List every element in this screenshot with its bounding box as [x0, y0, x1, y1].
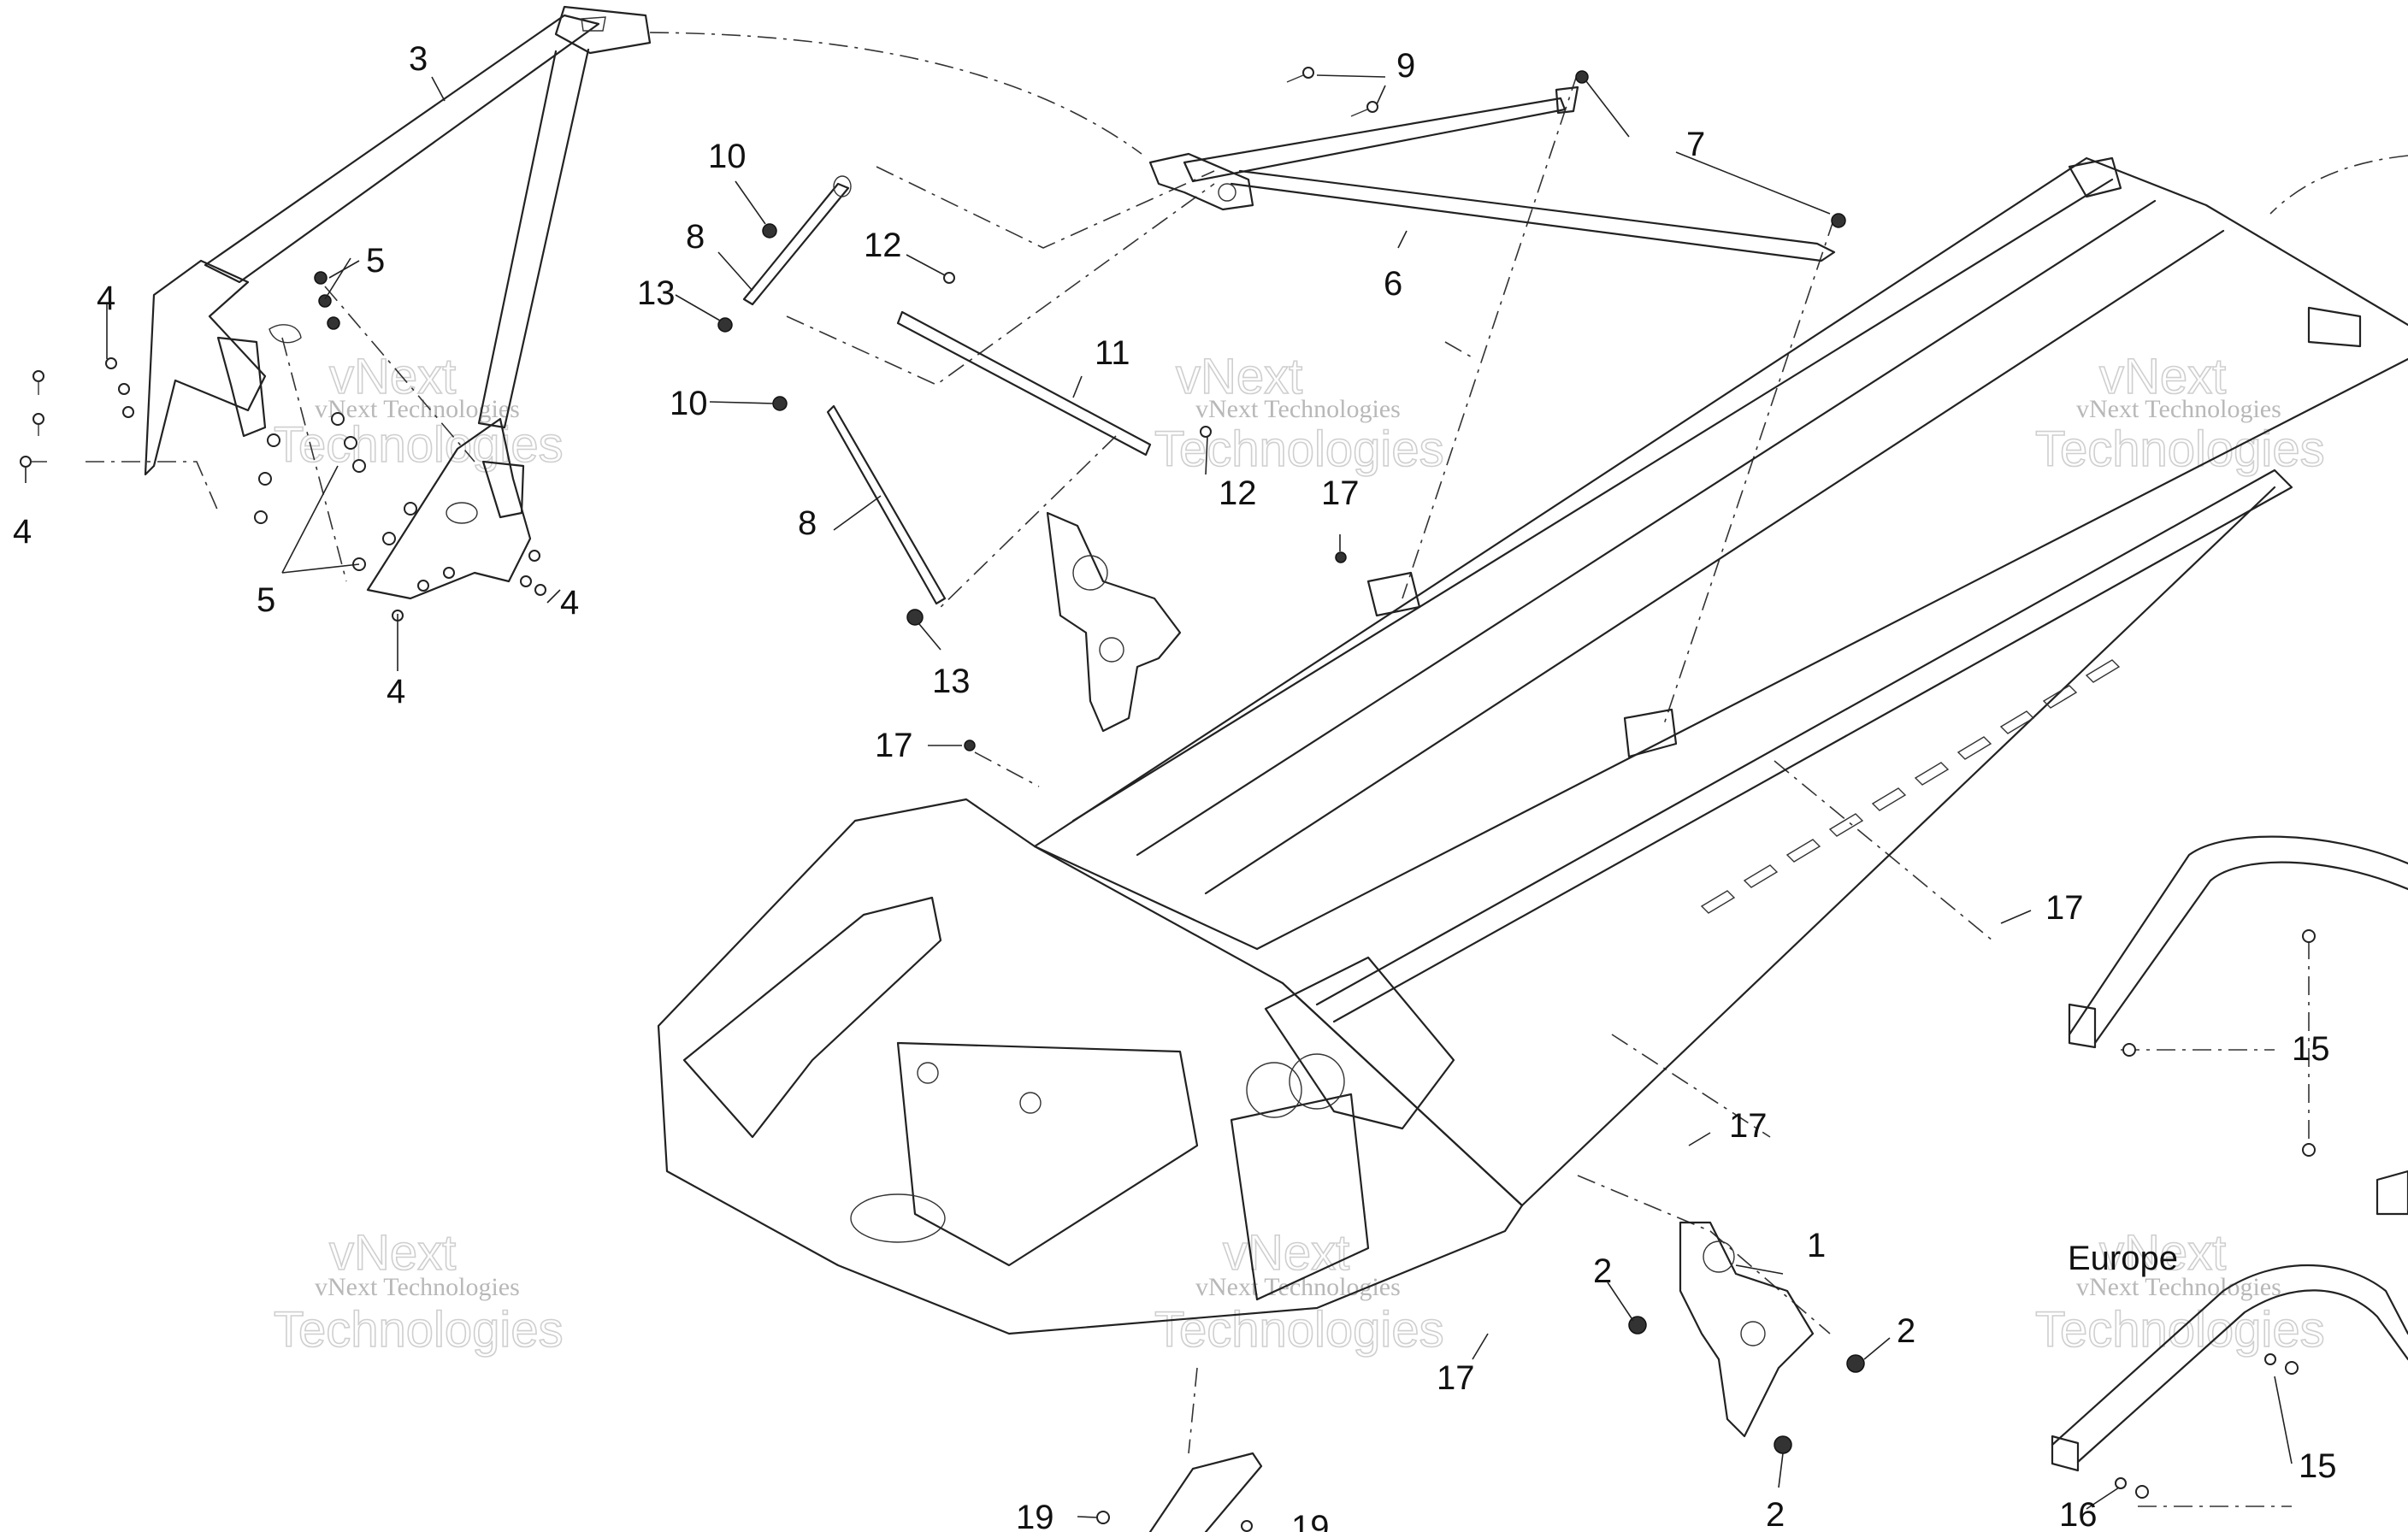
callout-12a: 12 [864, 227, 902, 264]
callout-2c: 2 [1766, 1496, 1785, 1532]
callout-3: 3 [409, 40, 428, 78]
callout-5b: 5 [257, 581, 275, 619]
svg-text:vNext: vNext [2099, 349, 2226, 404]
svg-text:vNext Technologies: vNext Technologies [315, 395, 520, 423]
svg-text:vNext: vNext [1176, 349, 1302, 404]
callout-12b: 12 [1219, 474, 1257, 512]
callout-15a: 15 [2292, 1030, 2330, 1068]
callout-10b: 10 [670, 385, 708, 422]
callout-4a: 4 [97, 280, 115, 317]
leader-lines [25, 74, 2293, 1518]
callout-17d: 17 [1729, 1107, 1768, 1145]
svg-text:vNext Technologies: vNext Technologies [2076, 395, 2281, 423]
assembly-lines [86, 32, 2408, 1507]
callouts: 3 9 7 6 10 8 13 12 10 11 12 8 13 17 17 5… [13, 40, 2337, 1532]
callout-4d: 4 [387, 673, 405, 710]
steering-support-a-frame [144, 5, 652, 600]
callout-17a: 17 [1321, 474, 1360, 512]
callout-8a: 8 [686, 218, 705, 256]
callout-17c: 17 [2045, 889, 2084, 927]
callout-6: 6 [1384, 265, 1402, 303]
callout-13a: 13 [637, 274, 676, 312]
svg-text:Technologies: Technologies [274, 1302, 564, 1358]
hardware-bolts-left [20, 271, 546, 622]
svg-text:Technologies: Technologies [1154, 421, 1444, 477]
callout-19b: 19 [1291, 1509, 1330, 1532]
svg-text:vNext: vNext [329, 1225, 456, 1281]
callout-9: 9 [1396, 47, 1415, 85]
svg-text:vNext: vNext [2099, 1225, 2226, 1281]
bracket-middle [1046, 511, 1182, 733]
callout-2b: 2 [1897, 1312, 1915, 1350]
svg-text:Technologies: Technologies [2035, 421, 2325, 477]
callout-1: 1 [1807, 1227, 1826, 1264]
callout-15b: 15 [2299, 1447, 2337, 1485]
upper-brace [1148, 67, 1846, 262]
callout-4b: 4 [13, 513, 32, 551]
tunnel-slots [1700, 659, 2121, 914]
callout-10a: 10 [708, 138, 747, 175]
svg-text:vNext: vNext [329, 349, 456, 404]
svg-text:Technologies: Technologies [1154, 1302, 1444, 1358]
watermark: vNext vNext Technologies Technologies vN… [273, 348, 2325, 1358]
callout-17b: 17 [875, 727, 913, 764]
callout-11: 11 [1095, 334, 1130, 372]
callout-7: 7 [1686, 126, 1705, 163]
svg-text:vNext: vNext [1223, 1225, 1349, 1281]
callout-2a: 2 [1593, 1252, 1612, 1290]
callout-5a: 5 [366, 242, 385, 280]
callout-17e: 17 [1437, 1359, 1475, 1397]
svg-text:vNext Technologies: vNext Technologies [1195, 395, 1401, 423]
callout-8b: 8 [798, 504, 817, 542]
rods [717, 175, 1347, 751]
callout-13b: 13 [932, 663, 971, 700]
chassis-tunnel [657, 156, 2408, 1335]
svg-text:vNext Technologies: vNext Technologies [315, 1273, 520, 1301]
svg-text:Technologies: Technologies [274, 417, 564, 473]
callout-16: 16 [2059, 1496, 2098, 1532]
callout-19a: 19 [1016, 1499, 1054, 1532]
lower-part-19 [1096, 1452, 1263, 1532]
region-label-europe: Europe [2068, 1240, 2178, 1277]
callout-4c: 4 [560, 584, 579, 622]
bracket-lower [1628, 1221, 1865, 1454]
rear-bumper [2051, 835, 2408, 1499]
